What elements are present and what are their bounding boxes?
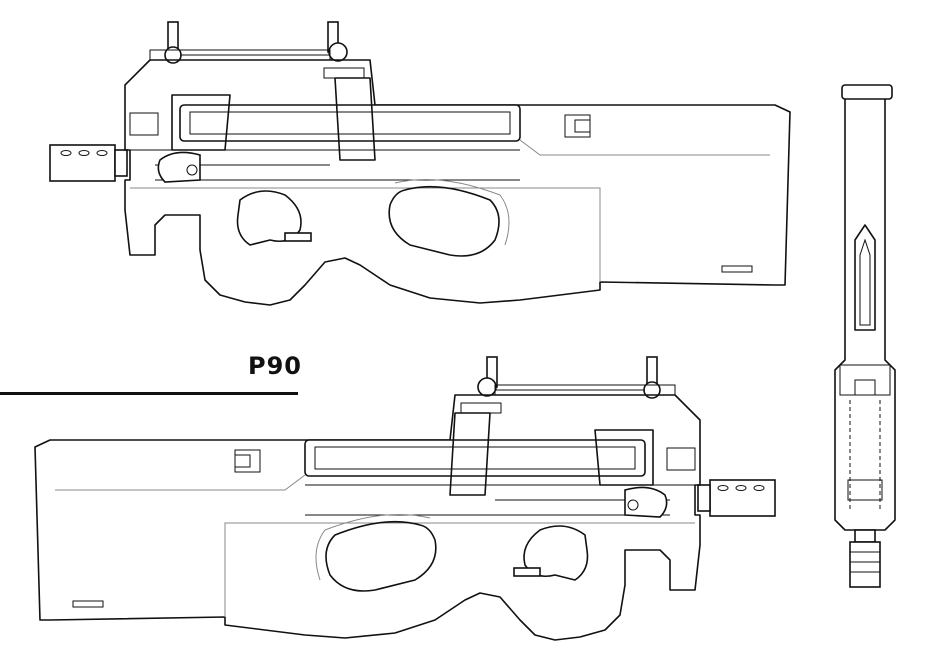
title-underline	[0, 392, 298, 395]
page-title: P90	[248, 352, 302, 380]
gun-side-view-bottom	[34, 356, 776, 641]
gun-side-view-top	[49, 21, 791, 306]
gun-top-view	[834, 84, 896, 588]
